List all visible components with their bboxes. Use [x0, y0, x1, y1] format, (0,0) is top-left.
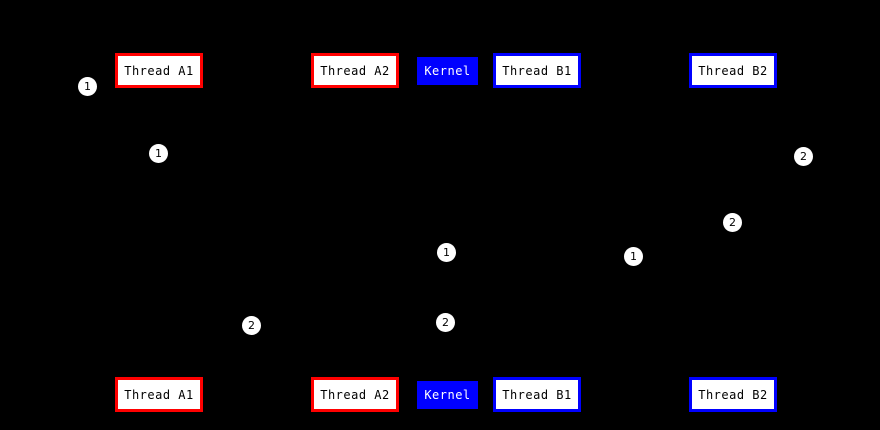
participant-box-thread-b2-bottom[interactable]: Thread B2	[689, 377, 777, 412]
message-arrow	[537, 223, 733, 224]
lifeline-thread-b1	[537, 88, 538, 377]
step-marker-label: 1	[84, 80, 91, 93]
step-marker-8: 2	[436, 313, 455, 332]
step-marker-label: 2	[729, 216, 736, 229]
participant-label: Thread A2	[320, 63, 390, 78]
step-marker-2: 1	[149, 144, 168, 163]
participant-label: Thread A2	[320, 387, 390, 402]
participant-label: Thread A1	[124, 387, 194, 402]
participant-box-thread-a1-top[interactable]: Thread A1	[115, 53, 203, 88]
step-marker-1: 1	[78, 77, 97, 96]
participant-box-thread-b1-top[interactable]: Thread B1	[493, 53, 581, 88]
participant-label: Thread B2	[698, 387, 768, 402]
participant-box-kernel-bottom[interactable]: Kernel	[417, 381, 478, 409]
lifeline-thread-b2	[733, 88, 734, 377]
participant-box-thread-a2-top[interactable]: Thread A2	[311, 53, 399, 88]
message-arrow	[159, 153, 355, 154]
participant-label: Thread B1	[502, 387, 572, 402]
step-marker-label: 2	[800, 150, 807, 163]
step-marker-label: 1	[630, 250, 637, 263]
participant-box-thread-a2-bottom[interactable]: Thread A2	[311, 377, 399, 412]
step-marker-5: 1	[437, 243, 456, 262]
participant-box-thread-b1-bottom[interactable]: Thread B1	[493, 377, 581, 412]
step-marker-label: 1	[443, 246, 450, 259]
step-marker-3: 2	[794, 147, 813, 166]
participant-label: Thread B1	[502, 63, 572, 78]
participant-label: Kernel	[424, 64, 471, 78]
step-marker-7: 2	[242, 316, 261, 335]
step-marker-6: 1	[624, 247, 643, 266]
participant-box-kernel-top[interactable]: Kernel	[417, 57, 478, 85]
participant-label: Thread B2	[698, 63, 768, 78]
step-marker-label: 2	[248, 319, 255, 332]
participant-box-thread-b2-top[interactable]: Thread B2	[689, 53, 777, 88]
step-marker-4: 2	[723, 213, 742, 232]
lifeline-thread-a1	[159, 88, 160, 377]
message-arrow	[355, 322, 447, 323]
participant-box-thread-a1-bottom[interactable]: Thread A1	[115, 377, 203, 412]
participant-label: Thread A1	[124, 63, 194, 78]
lifeline-kernel	[447, 85, 448, 377]
lifeline-thread-a2	[355, 88, 356, 377]
step-marker-label: 2	[442, 316, 449, 329]
step-marker-label: 1	[155, 147, 162, 160]
message-arrow	[447, 253, 537, 254]
participant-label: Kernel	[424, 388, 471, 402]
